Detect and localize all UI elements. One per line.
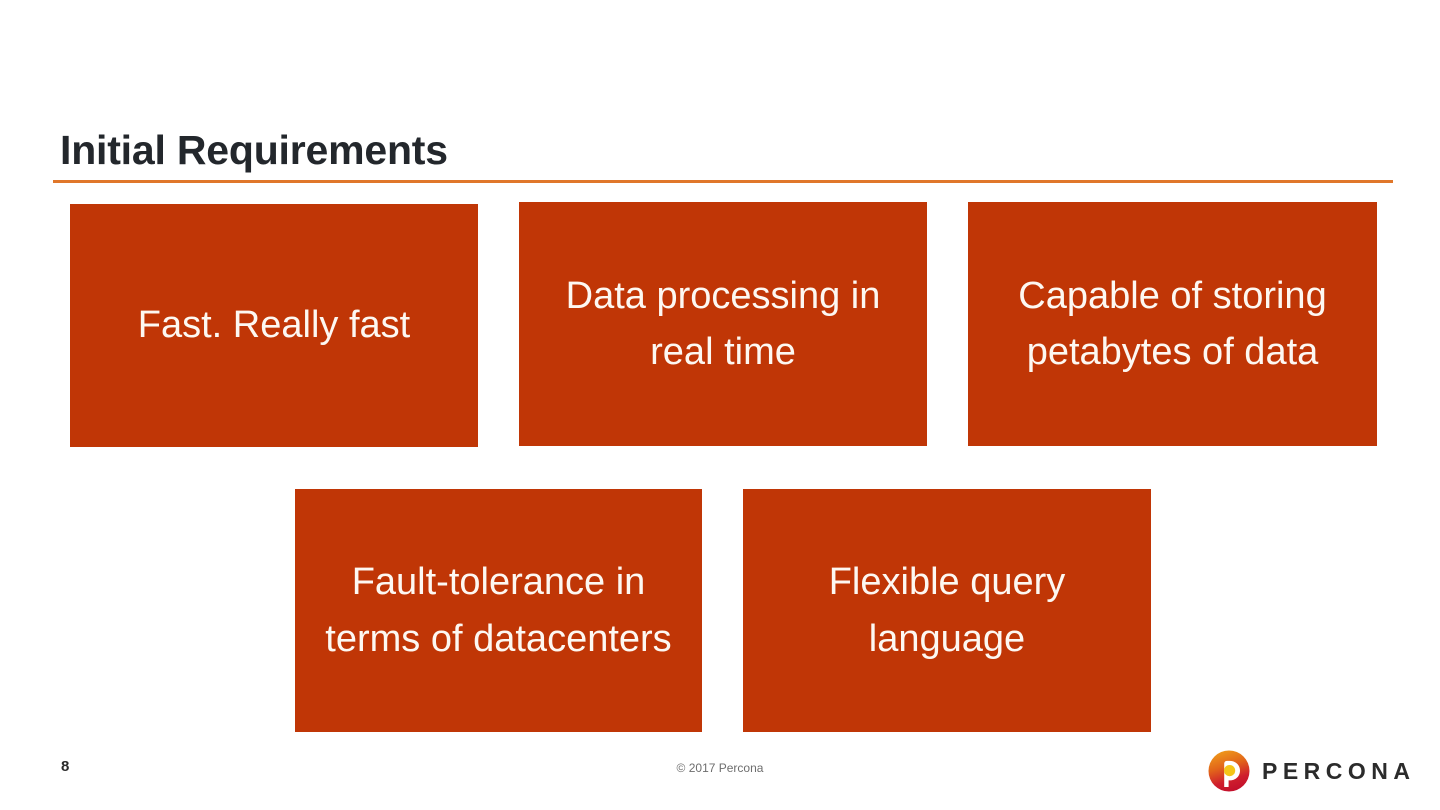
percona-wordmark: PERCONA [1262, 757, 1416, 784]
requirement-box-fault-tolerance: Fault-tolerance in terms of datacenters [295, 489, 702, 732]
requirement-box-petabytes: Capable of storing petabytes of data [968, 202, 1377, 446]
requirement-text: Fault-tolerance in terms of datacenters [325, 561, 672, 660]
percona-logo-icon [1208, 750, 1250, 792]
requirement-text: Fast. Really fast [137, 304, 411, 347]
requirement-text: Flexible query language [828, 561, 1066, 660]
requirement-text: Capable of storing petabytes of data [1018, 274, 1327, 373]
percona-logo: PERCONA [1208, 748, 1410, 794]
page-number: 8 [61, 758, 70, 775]
requirement-box-realtime: Data processing in real time [519, 202, 927, 446]
requirement-box-fast: Fast. Really fast [70, 204, 478, 447]
requirement-box-query-language: Flexible query language [743, 489, 1151, 732]
copyright-notice: © 2017 Percona [676, 761, 764, 775]
page-title: Initial Requirements [60, 127, 448, 174]
title-divider [53, 180, 1393, 183]
requirement-text: Data processing in real time [565, 274, 881, 373]
